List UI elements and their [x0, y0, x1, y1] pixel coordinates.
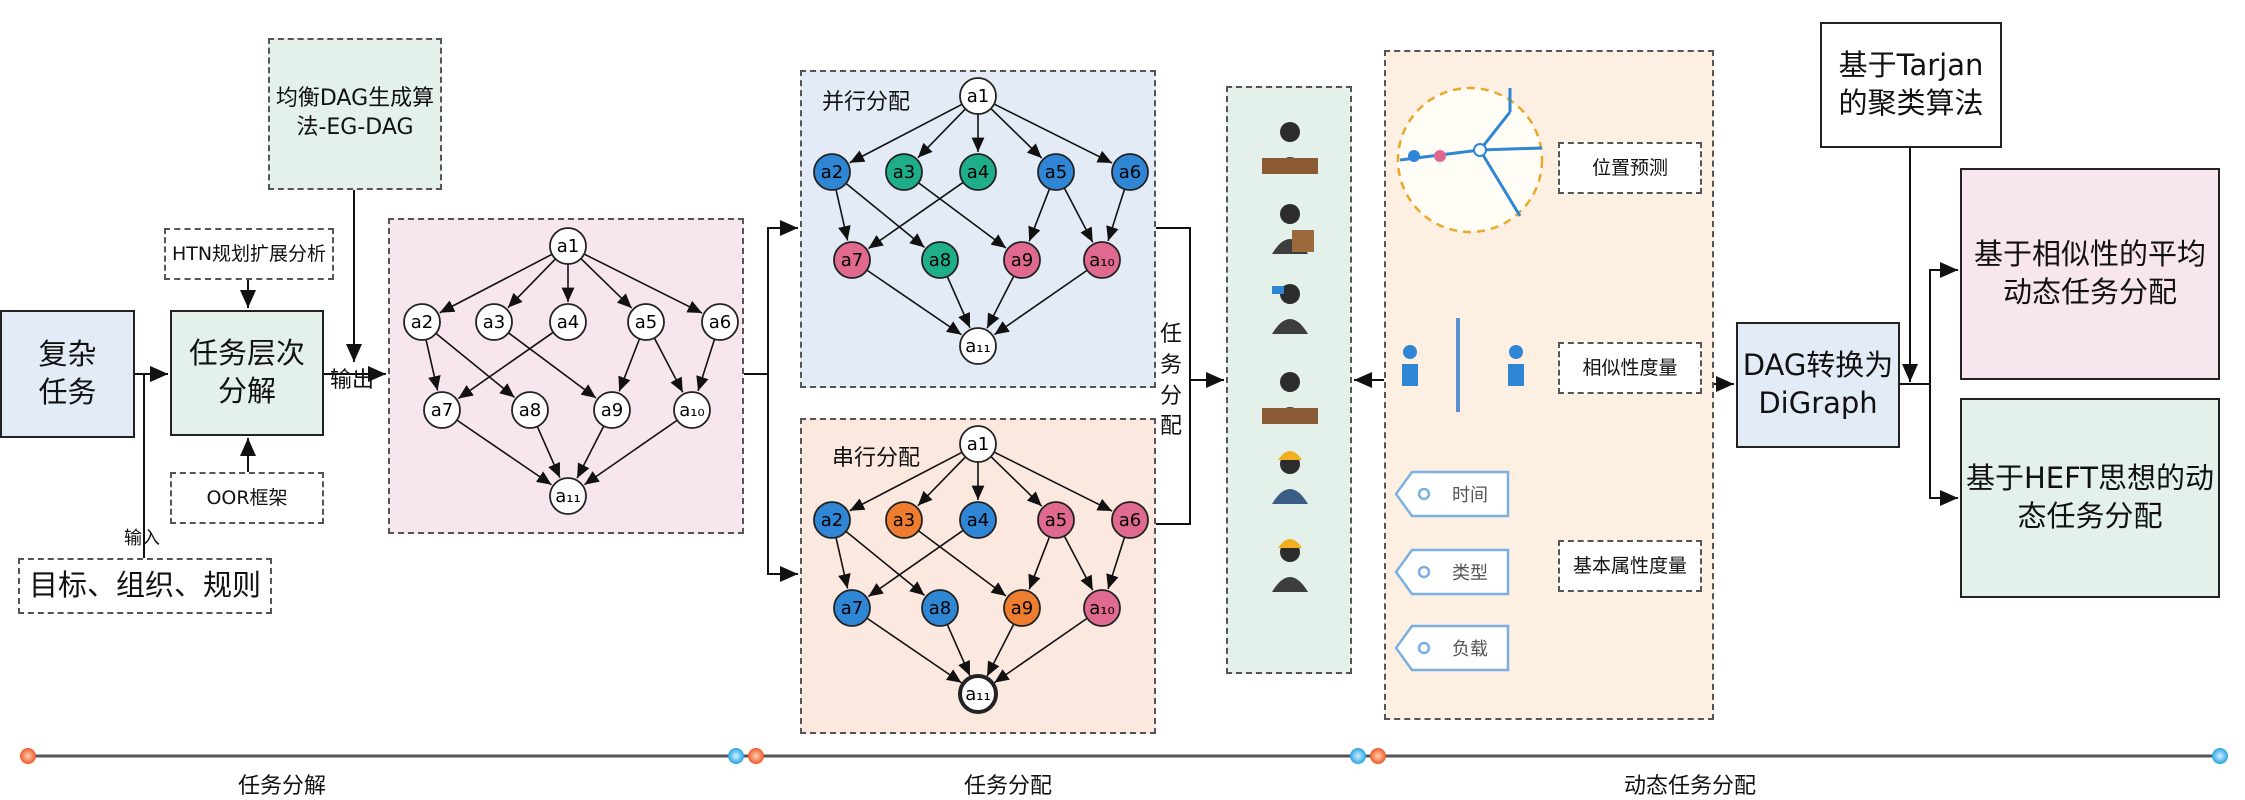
task-alloc-vertical-label: 任 务 分 配 — [1160, 322, 1183, 440]
output-label: 输出 — [330, 368, 375, 393]
timeline-dot-4 — [1350, 748, 1366, 764]
heft-alloc-box: 基于HEFT思想的动 态任务分配 — [1960, 398, 2220, 598]
agents-panel — [1226, 86, 1352, 674]
timeline-dot-6 — [2212, 748, 2228, 764]
dag-to-digraph-box: DAG转换为 DiGraph — [1736, 322, 1900, 448]
timeline-dot-5 — [1370, 748, 1386, 764]
timeline-dot-2 — [728, 748, 744, 764]
task-decompose-box: 任务层次 分解 — [170, 310, 324, 436]
tarjan-box: 基于Tarjan 的聚类算法 — [1820, 22, 2002, 148]
eg-dag-panel — [388, 218, 744, 534]
serial-title: 串行分配 — [832, 446, 921, 471]
htn-box: HTN规划扩展分析 — [164, 228, 334, 280]
complex-task-box: 复杂 任务 — [0, 310, 135, 438]
basic-attr-box: 基本属性度量 — [1558, 540, 1702, 592]
timeline-dot-3 — [748, 748, 764, 764]
timeline-stage3-label: 动态任务分配 — [1624, 774, 1757, 799]
parallel-title: 并行分配 — [822, 90, 911, 115]
eg-dag-box: 均衡DAG生成算 法-EG-DAG — [268, 38, 442, 190]
similarity-alloc-box: 基于相似性的平均 动态任务分配 — [1960, 168, 2220, 380]
similarity-box: 相似性度量 — [1558, 342, 1702, 394]
timeline-stage1-label: 任务分解 — [238, 774, 327, 799]
timeline-stage2-label: 任务分配 — [964, 774, 1053, 799]
oor-box: OOR框架 — [170, 472, 324, 524]
goals-box: 目标、组织、规则 — [18, 558, 272, 614]
timeline-dot-1 — [20, 748, 36, 764]
input-label: 输入 — [124, 528, 160, 549]
position-predict-box: 位置预测 — [1558, 142, 1702, 194]
parallel-panel — [800, 70, 1156, 388]
